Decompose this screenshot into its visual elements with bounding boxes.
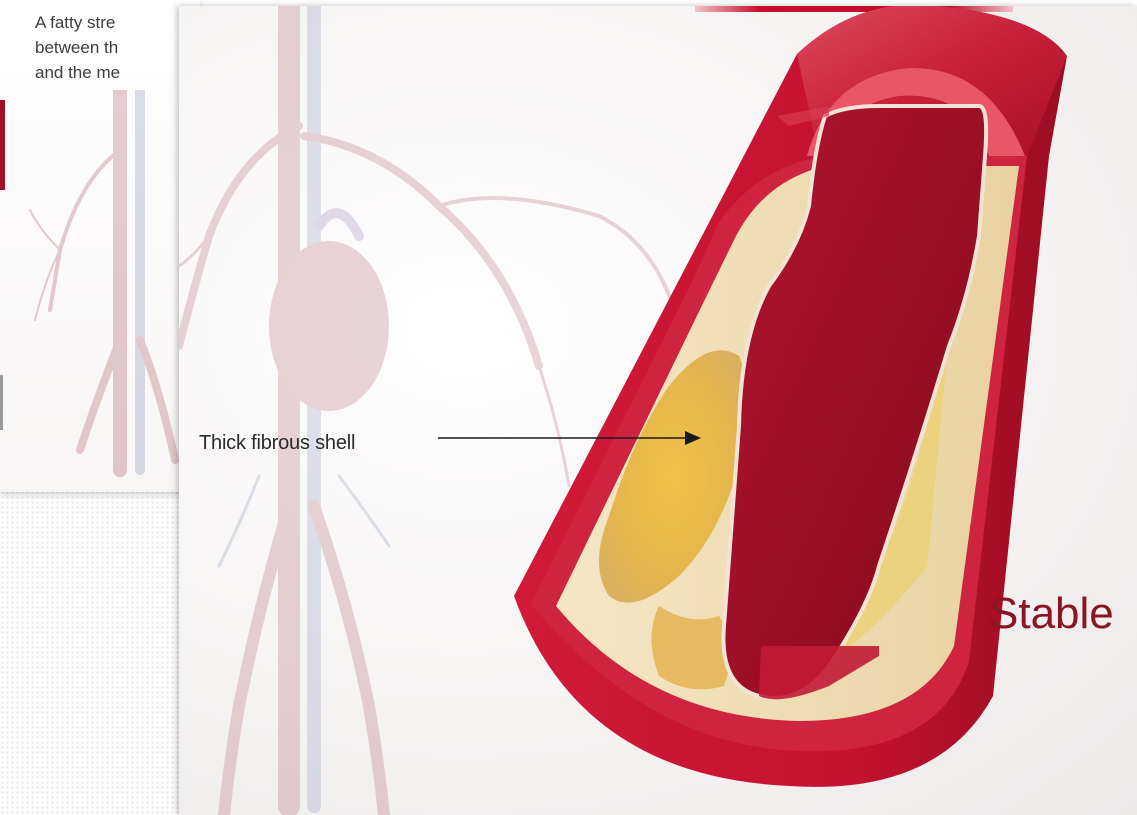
slide-body-text: A fatty stre between th and the me — [35, 10, 195, 85]
dotted-background — [0, 490, 190, 815]
faded-anatomy-illustration — [0, 90, 200, 490]
text-line: A fatty stre — [35, 10, 195, 35]
artery-cross-section-diagram — [179, 6, 1137, 815]
thick-fibrous-shell-label: Thick fibrous shell — [199, 432, 355, 455]
background-slide: A fatty stre between th and the me — [0, 0, 200, 492]
artery-slide: Thick fibrous shell Stable — [179, 6, 1137, 815]
text-line: and the me — [35, 60, 195, 85]
stable-plaque-label: Stable — [989, 589, 1114, 639]
text-line: between th — [35, 35, 195, 60]
artery-vessel — [514, 6, 1067, 787]
